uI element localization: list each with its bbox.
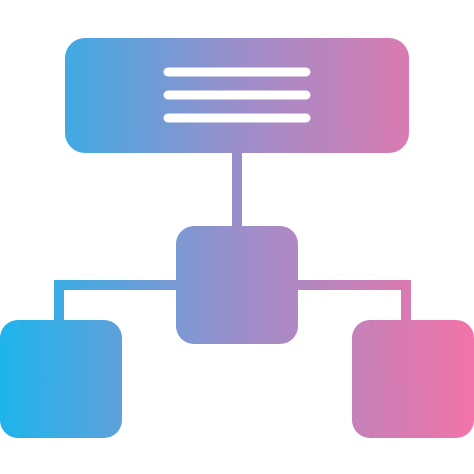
connector-center-to-left — [54, 280, 178, 322]
left-child-node — [0, 320, 122, 438]
connector-lines — [54, 150, 411, 322]
center-node — [176, 226, 298, 344]
connector-center-to-right — [296, 280, 411, 322]
right-child-node — [352, 320, 474, 438]
header-text-lines-icon — [163, 67, 311, 123]
